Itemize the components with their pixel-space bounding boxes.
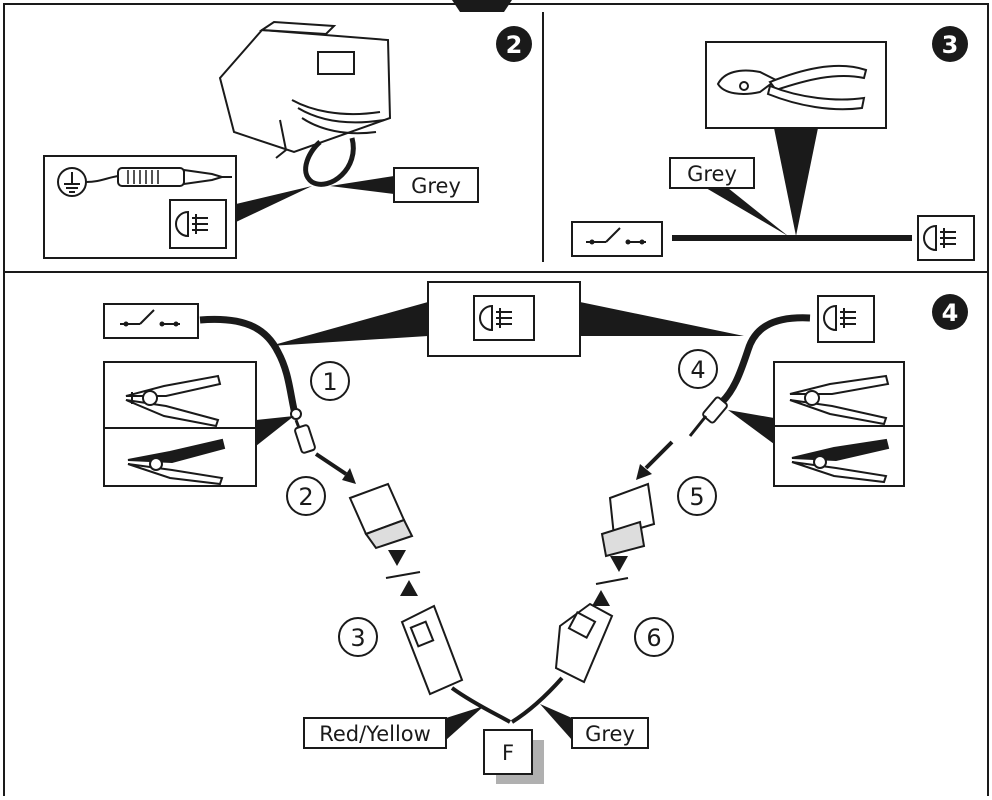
panel-3-badge — [932, 26, 968, 62]
right-fuse-wire — [510, 676, 564, 724]
cutter-pointer — [774, 128, 818, 236]
panel-2: 2 — [43, 20, 532, 259]
test-lamp-icon — [85, 167, 232, 187]
panel-4: 4 — [103, 281, 968, 784]
p4-grey-label-box — [571, 717, 649, 749]
step-number-1: 1 — [322, 368, 337, 396]
probe-pointer — [236, 186, 312, 222]
right-terminal — [688, 396, 728, 437]
left-tools-pointer — [256, 416, 294, 446]
step-marker-5 — [677, 476, 717, 516]
male-housing-left — [348, 482, 414, 550]
p4-grey-wire-label: Grey — [585, 722, 635, 746]
p3-grey-pointer — [706, 188, 788, 236]
male-housing-right — [600, 482, 656, 558]
red-yellow-wire-label: Red/Yellow — [319, 722, 431, 746]
red-yellow-pointer — [446, 706, 484, 740]
step-marker-6 — [634, 617, 674, 657]
left-fuse-wire — [450, 686, 512, 724]
right-harness-wire — [719, 314, 811, 405]
wire-cutter-icon — [716, 64, 868, 111]
left-tools-box — [103, 361, 257, 487]
grey-wire-label-box — [393, 167, 479, 203]
step-number-6: 6 — [646, 624, 661, 652]
crimping-tool-icon — [127, 438, 226, 486]
panel-3-badge-number: 3 — [942, 31, 959, 59]
fuse-label: F — [502, 741, 514, 765]
left-terminal — [290, 408, 316, 454]
panel-3: 3 Grey — [571, 26, 975, 261]
step-marker-3 — [338, 617, 378, 657]
step-marker-4 — [678, 349, 718, 389]
wire-stripper-icon — [789, 374, 890, 426]
arrow-step-2 — [314, 452, 348, 476]
step-number-5: 5 — [689, 483, 704, 511]
panel-2-badge — [496, 26, 532, 62]
p4-switch-box — [103, 303, 199, 339]
ground-icon — [57, 167, 87, 197]
wire-stripper-icon — [125, 374, 222, 428]
p3-grey-wire-label: Grey — [687, 162, 737, 186]
step-marker-1 — [310, 361, 350, 401]
crimping-tool-icon — [791, 438, 890, 484]
grey-wire-label: Grey — [411, 174, 461, 198]
grey-label-pointer — [330, 176, 394, 194]
p3-switch-box — [571, 221, 663, 257]
female-housing-right — [554, 602, 614, 684]
female-housing-left — [400, 604, 464, 696]
step-number-3: 3 — [350, 624, 365, 652]
fuse-box — [483, 729, 533, 775]
grey-pointer — [540, 704, 572, 740]
right-tools-pointer — [728, 410, 774, 444]
left-harness-wire — [199, 315, 300, 419]
panel-4-badge — [932, 294, 968, 330]
top-tab — [452, 0, 512, 12]
red-yellow-label-box — [303, 717, 447, 749]
panel-2-badge-number: 2 — [506, 31, 523, 59]
arrow-step-5 — [644, 440, 674, 470]
connector-block-icon — [218, 20, 392, 187]
step-number-4: 4 — [690, 356, 705, 384]
center-pointer-left — [270, 302, 428, 346]
panel-4-badge-number: 4 — [942, 299, 959, 327]
center-pointer-right — [580, 302, 744, 336]
step-marker-2 — [286, 476, 326, 516]
p3-grey-label-box — [669, 157, 755, 189]
step-number-2: 2 — [298, 483, 313, 511]
